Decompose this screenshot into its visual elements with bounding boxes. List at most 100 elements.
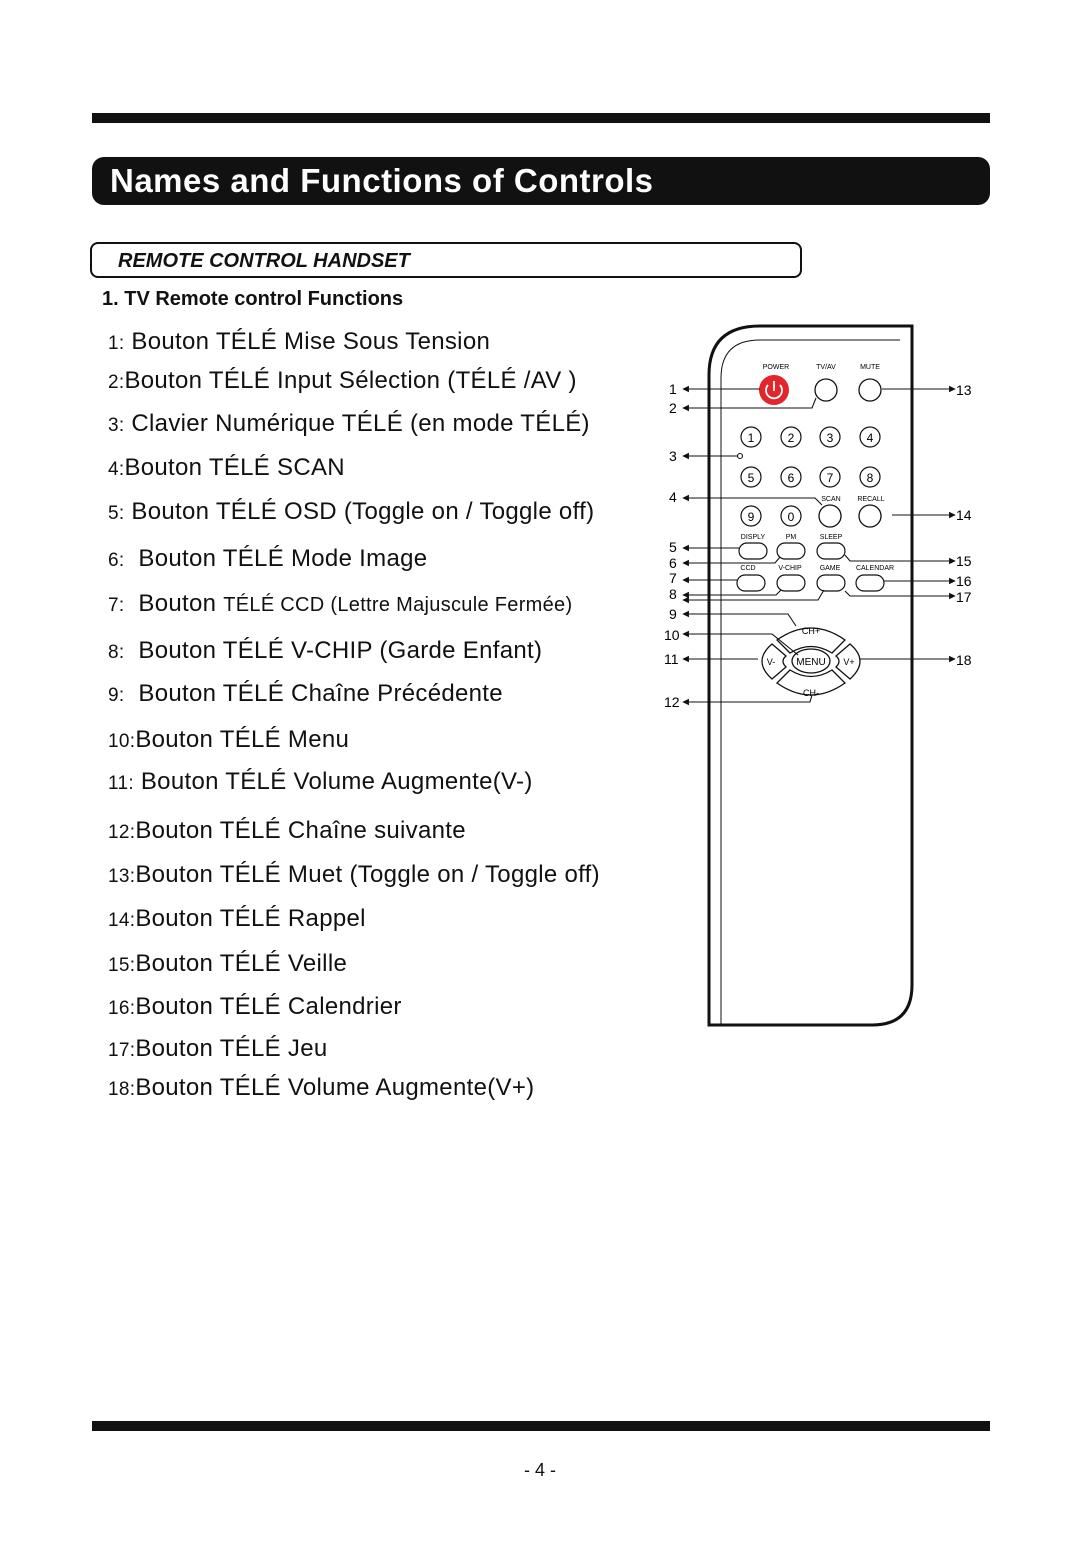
- vol-down-label: V-: [767, 657, 776, 667]
- function-item-12: 12:Bouton TÉLÉ Chaîne suivante: [108, 817, 466, 844]
- display-label: DISPLY: [741, 534, 766, 541]
- scan-label: SCAN: [821, 496, 840, 503]
- ch-down-label: CH-: [803, 688, 819, 698]
- callouts-right: 13 14 15 16 17 18: [956, 382, 972, 668]
- power-label: POWER: [763, 364, 789, 371]
- digit-button-2[interactable]: 2: [780, 426, 802, 448]
- svg-text:0: 0: [788, 510, 795, 524]
- callout-16: 16: [956, 573, 972, 589]
- digit-button-3[interactable]: 3: [819, 426, 841, 448]
- function-item-4: 4:Bouton TÉLÉ SCAN: [108, 454, 345, 481]
- function-item-16: 16:Bouton TÉLÉ Calendrier: [108, 993, 402, 1020]
- subsection-title: 1. TV Remote control Functions: [102, 288, 404, 310]
- calendar-button[interactable]: [855, 574, 885, 592]
- ccd-button[interactable]: [736, 574, 766, 592]
- page-number: - 4 -: [523, 1460, 556, 1480]
- vchip-label: V-CHIP: [778, 565, 802, 572]
- vol-up-label: V+: [843, 657, 854, 667]
- callout-15: 15: [956, 553, 972, 569]
- function-item-10: 10:Bouton TÉLÉ Menu: [108, 726, 350, 753]
- game-button[interactable]: [816, 574, 846, 592]
- svg-text:1: 1: [748, 431, 755, 445]
- digit-button-4[interactable]: 4: [859, 426, 881, 448]
- tvav-label: TV/AV: [816, 364, 836, 371]
- svg-text:7: 7: [827, 471, 834, 485]
- callout-1: 1: [669, 381, 677, 397]
- callout-18: 18: [956, 652, 972, 668]
- svg-text:3: 3: [827, 431, 834, 445]
- svg-text:8: 8: [867, 471, 874, 485]
- mute-button[interactable]: [858, 378, 882, 402]
- digit-button-6[interactable]: 6: [780, 466, 802, 488]
- callout-17: 17: [956, 589, 972, 605]
- function-item-1: 1: Bouton TÉLÉ Mise Sous Tension: [108, 328, 491, 355]
- callout-6: 6: [669, 555, 677, 571]
- recall-button[interactable]: [858, 504, 882, 528]
- top-rule: [92, 113, 990, 123]
- digit-button-8[interactable]: 8: [859, 466, 881, 488]
- callout-4: 4: [669, 489, 677, 505]
- vchip-button[interactable]: [776, 574, 806, 592]
- remote-inner-edge: [720, 339, 900, 1025]
- ch-up-label: CH+: [802, 626, 820, 636]
- page-title: Names and Functions of Controls: [92, 157, 990, 205]
- sleep-button[interactable]: [816, 542, 846, 560]
- digit-button-7[interactable]: 7: [819, 466, 841, 488]
- ch-up-button[interactable]: [775, 627, 847, 654]
- power-button[interactable]: [759, 375, 789, 405]
- callout-8: 8: [669, 586, 677, 602]
- function-item-9: 9: Bouton TÉLÉ Chaîne Précédente: [108, 680, 503, 707]
- callout-13: 13: [956, 382, 972, 398]
- function-item-14: 14:Bouton TÉLÉ Rappel: [108, 905, 366, 932]
- svg-text:4: 4: [867, 431, 874, 445]
- menu-button[interactable]: [791, 648, 831, 674]
- vol-down-button[interactable]: [761, 643, 788, 680]
- function-item-6: 6: Bouton TÉLÉ Mode Image: [108, 545, 428, 572]
- function-item-3: 3: Clavier Numérique TÉLÉ (en mode TÉLÉ): [108, 410, 590, 437]
- mute-label: MUTE: [860, 364, 880, 371]
- callout-7: 7: [669, 570, 677, 586]
- scan-button[interactable]: [818, 504, 842, 528]
- callout-12: 12: [664, 694, 680, 710]
- pm-label: PM: [786, 534, 797, 541]
- game-label: GAME: [820, 565, 841, 572]
- function-item-2: 2:Bouton TÉLÉ Input Sélection (TÉLÉ /AV …: [108, 367, 577, 394]
- digit-button-1[interactable]: 1: [740, 426, 762, 448]
- digit-button-0[interactable]: 0: [780, 505, 802, 527]
- recall-label: RECALL: [857, 496, 884, 503]
- menu-label: MENU: [796, 657, 825, 668]
- remote-control-diagram: POWER TV/AV MUTE 1 2 3 4 5 6 7 8 SCAN RE…: [664, 324, 972, 1027]
- ch-down-button[interactable]: [775, 669, 847, 696]
- pm-button[interactable]: [776, 542, 806, 560]
- callout-11: 11: [664, 651, 679, 667]
- svg-text:2: 2: [788, 431, 795, 445]
- digit-button-9[interactable]: 9: [740, 505, 762, 527]
- callout-5: 5: [669, 539, 677, 555]
- bottom-rule: [92, 1421, 990, 1431]
- function-item-17: 17:Bouton TÉLÉ Jeu: [108, 1035, 328, 1062]
- function-item-15: 15:Bouton TÉLÉ Veille: [108, 950, 348, 977]
- svg-text:5: 5: [748, 471, 755, 485]
- callout-10: 10: [664, 627, 680, 643]
- function-item-18: 18:Bouton TÉLÉ Volume Augmente(V+): [108, 1074, 535, 1101]
- vol-up-button[interactable]: [834, 643, 861, 680]
- callout-3: 3: [669, 448, 677, 464]
- power-icon: [765, 384, 783, 400]
- sleep-label: SLEEP: [820, 534, 843, 541]
- callout-9: 9: [669, 606, 677, 622]
- ccd-label: CCD: [740, 565, 755, 572]
- function-item-11: 11: Bouton TÉLÉ Volume Augmente(V-): [108, 768, 533, 795]
- function-item-8: 8: Bouton TÉLÉ V-CHIP (Garde Enfant): [108, 637, 543, 664]
- callout-14: 14: [956, 507, 972, 523]
- section-title: REMOTE CONTROL HANDSET: [90, 242, 802, 278]
- svg-text:9: 9: [748, 510, 755, 524]
- display-button[interactable]: [738, 542, 768, 560]
- digit-button-5[interactable]: 5: [740, 466, 762, 488]
- tvav-button[interactable]: [814, 378, 838, 402]
- callout-2: 2: [669, 400, 677, 416]
- leader-lines: [682, 385, 956, 706]
- function-item-7: 7: Bouton TÉLÉ CCD (Lettre Majuscule Fer…: [108, 590, 573, 617]
- nav-pad: CH+ CH- V- V+ MENU: [761, 626, 861, 698]
- svg-text:6: 6: [788, 471, 795, 485]
- calendar-label: CALENDAR: [856, 565, 894, 572]
